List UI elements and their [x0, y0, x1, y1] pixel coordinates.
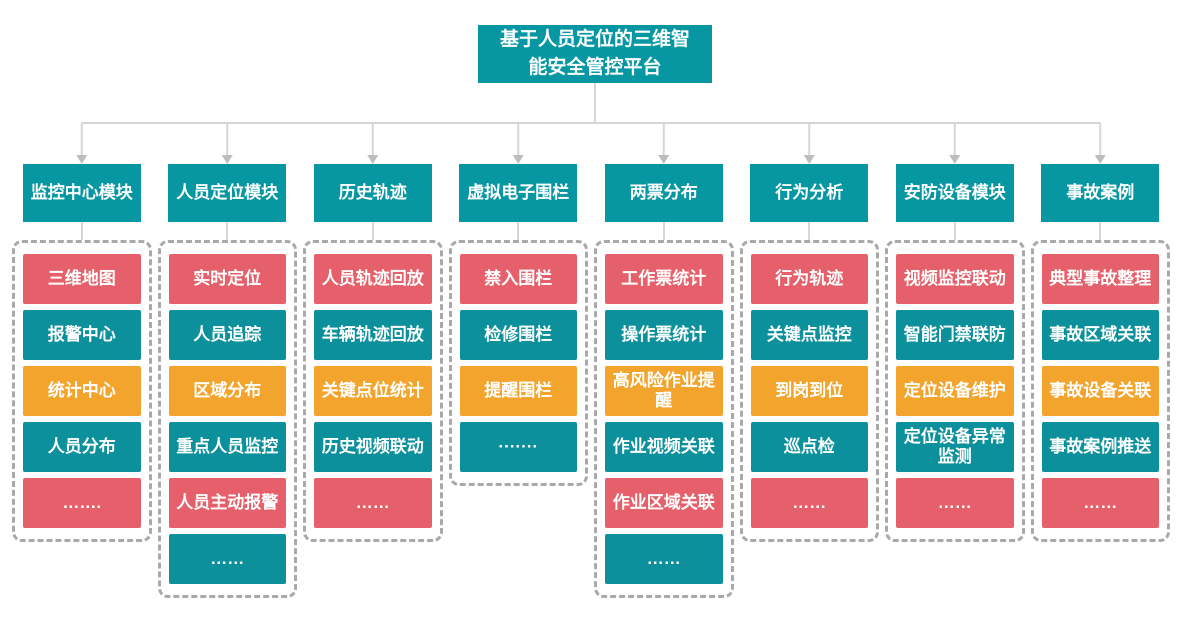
module-item: 人员轨迹回放: [314, 254, 432, 304]
column-group: 实时定位人员追踪区域分布重点人员监控人员主动报警 ……: [157, 240, 297, 598]
column-header: 安防设备模块: [895, 164, 1014, 222]
module-item: 提醒围栏: [459, 366, 577, 416]
column-header: 行为分析: [750, 164, 869, 222]
column-header: 事故案例: [1041, 164, 1160, 222]
module-item: 定位设备异常监测: [896, 422, 1014, 472]
column: 人员定位模块实时定位人员追踪区域分布重点人员监控人员主动报警 ……: [157, 164, 297, 598]
column-group: 工作票统计操作票统计高风险作业提醒作业视频关联作业区域关联 ……: [594, 240, 734, 598]
arrow-down-icon: [367, 155, 379, 164]
column-header: 两票分布: [604, 164, 723, 222]
arrow-down-icon: [949, 155, 961, 164]
column: 两票分布工作票统计操作票统计高风险作业提醒作业视频关联作业区域关联 ……: [594, 164, 734, 598]
column-group: 禁入围栏检修围栏提醒围栏 ·······: [448, 240, 588, 486]
module-item: 作业区域关联: [605, 478, 723, 528]
module-item: 三维地图: [23, 254, 141, 304]
module-item: 区域分布: [168, 366, 286, 416]
column-header: 人员定位模块: [168, 164, 287, 222]
module-item: 事故设备关联: [1041, 366, 1159, 416]
module-item: 作业视频关联: [605, 422, 723, 472]
module-item: 统计中心: [23, 366, 141, 416]
column-group: 三维地图报警中心统计中心人员分布 …….: [12, 240, 152, 542]
columns-row: 监控中心模块三维地图报警中心统计中心人员分布 ……. 人员定位模块实时定位人员追踪区…: [12, 164, 1170, 598]
module-item: 实时定位: [168, 254, 286, 304]
module-item: 关键点位统计: [314, 366, 432, 416]
header-connector: [662, 222, 665, 240]
module-item: 行为轨迹: [750, 254, 868, 304]
module-item: ……: [1041, 478, 1159, 528]
column: 虚拟电子围栏禁入围栏检修围栏提醒围栏 ·······: [448, 164, 588, 486]
arrow-down-icon: [658, 155, 670, 164]
arrow-down-icon: [803, 155, 815, 164]
module-item: 操作票统计: [605, 310, 723, 360]
module-item: 定位设备维护: [896, 366, 1014, 416]
arrow-down-icon: [76, 155, 88, 164]
module-item: ……: [896, 478, 1014, 528]
column-group: 人员轨迹回放车辆轨迹回放关键点位统计历史视频联动 ……: [303, 240, 443, 542]
module-item: 典型事故整理: [1041, 254, 1159, 304]
module-item: 事故区域关联: [1041, 310, 1159, 360]
column-header: 虚拟电子围栏: [459, 164, 578, 222]
module-item: 工作票统计: [605, 254, 723, 304]
module-item: 禁入围栏: [459, 254, 577, 304]
header-connector: [808, 222, 811, 240]
module-item: …….: [23, 478, 141, 528]
module-item: 巡点检: [750, 422, 868, 472]
column-header: 监控中心模块: [22, 164, 141, 222]
arrow-down-icon: [512, 155, 524, 164]
module-item: ……: [605, 534, 723, 584]
header-connector: [226, 222, 229, 240]
module-item: 人员主动报警: [168, 478, 286, 528]
module-item: 关键点监控: [750, 310, 868, 360]
module-item: 视频监控联动: [896, 254, 1014, 304]
column: 行为分析行为轨迹关键点监控到岗到位巡点检 ……: [739, 164, 879, 542]
module-item: ……: [314, 478, 432, 528]
root-node: 基于人员定位的三维智能安全管控平台: [478, 25, 712, 83]
column-group: 视频监控联动智能门禁联防定位设备维护定位设备异常监测 ……: [885, 240, 1025, 542]
column-header: 历史轨迹: [313, 164, 432, 222]
module-item: ……: [168, 534, 286, 584]
column-group: 行为轨迹关键点监控到岗到位巡点检 ……: [739, 240, 879, 542]
column: 历史轨迹人员轨迹回放车辆轨迹回放关键点位统计历史视频联动 ……: [303, 164, 443, 542]
header-connector: [953, 222, 956, 240]
module-item: 重点人员监控: [168, 422, 286, 472]
column: 监控中心模块三维地图报警中心统计中心人员分布 …….: [12, 164, 152, 542]
arrow-down-icon: [1094, 155, 1106, 164]
module-item: 报警中心: [23, 310, 141, 360]
module-item: 高风险作业提醒: [605, 366, 723, 416]
header-connector: [517, 222, 520, 240]
module-item: 事故案例推送: [1041, 422, 1159, 472]
header-connector: [371, 222, 374, 240]
module-item: 车辆轨迹回放: [314, 310, 432, 360]
module-item: 人员追踪: [168, 310, 286, 360]
header-connector: [80, 222, 83, 240]
column-group: 典型事故整理事故区域关联事故设备关联事故案例推送 ……: [1030, 240, 1170, 542]
column: 安防设备模块视频监控联动智能门禁联防定位设备维护定位设备异常监测 ……: [885, 164, 1025, 542]
module-item: ……: [750, 478, 868, 528]
module-item: ·······: [459, 422, 577, 472]
module-item: 检修围栏: [459, 310, 577, 360]
column: 事故案例典型事故整理事故区域关联事故设备关联事故案例推送 ……: [1030, 164, 1170, 542]
header-connector: [1099, 222, 1102, 240]
arrow-down-icon: [221, 155, 233, 164]
module-item: 历史视频联动: [314, 422, 432, 472]
module-item: 人员分布: [23, 422, 141, 472]
module-item: 智能门禁联防: [896, 310, 1014, 360]
module-item: 到岗到位: [750, 366, 868, 416]
